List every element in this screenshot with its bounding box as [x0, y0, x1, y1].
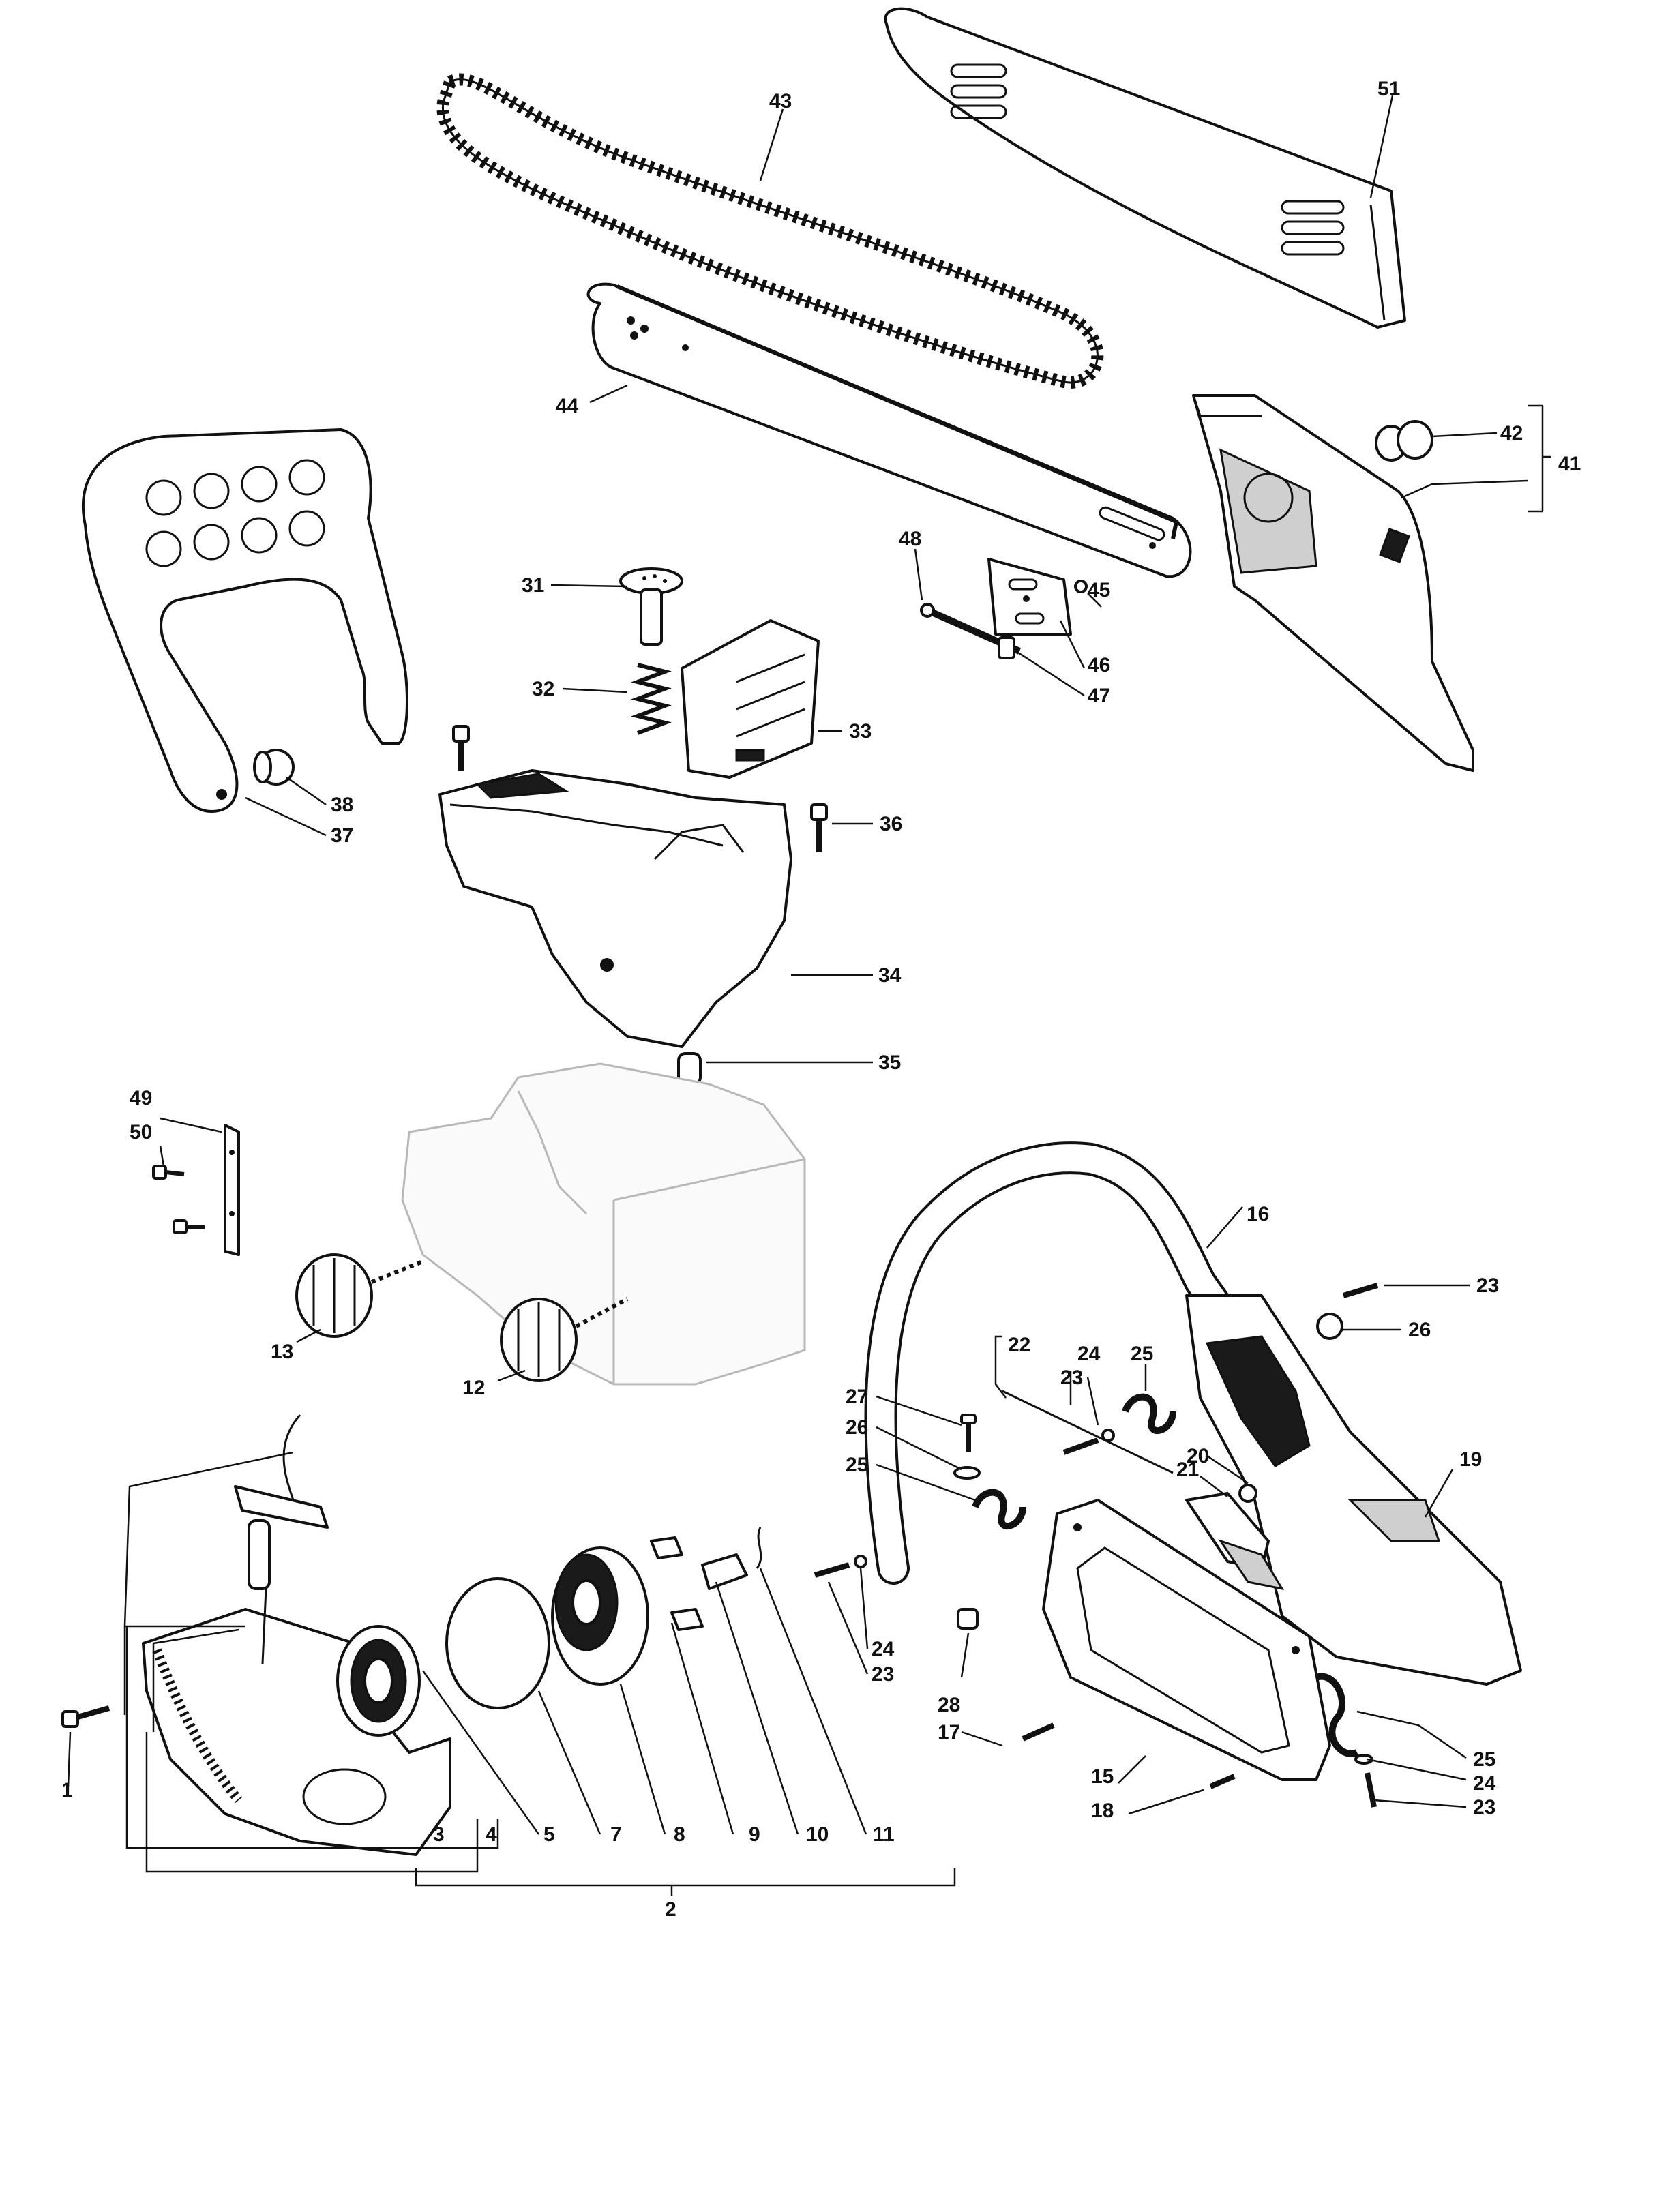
- callout-label: 5: [543, 1823, 555, 1846]
- pawl-parts: [650, 1527, 762, 1631]
- trigger-part: [1185, 1484, 1285, 1591]
- front-hand-guard-part: [81, 428, 408, 813]
- callout-label: 2: [665, 1898, 676, 1921]
- callout-label: 1: [61, 1779, 73, 1802]
- leader-lines: [67, 95, 1551, 1896]
- washer-part: [445, 1577, 550, 1709]
- rear-handle-part: [864, 1141, 1522, 1686]
- callout-label: 24: [872, 1638, 895, 1660]
- air-filter-part: [681, 619, 820, 779]
- callout-label: 37: [331, 824, 353, 847]
- callout-label: 32: [532, 678, 554, 700]
- callout-label: 15: [1091, 1765, 1114, 1788]
- pulley-part: [336, 1625, 421, 1737]
- callout-label: 25: [1473, 1748, 1495, 1771]
- cover-screw-part: [452, 725, 470, 771]
- starter-handle-part: [234, 1414, 329, 1664]
- engine-housing-ghost: [401, 1062, 806, 1386]
- callout-label: 18: [1091, 1799, 1114, 1822]
- callout-label: 35: [878, 1051, 901, 1074]
- callout-label: 45: [1088, 579, 1110, 601]
- bushing-part: [253, 749, 295, 786]
- callout-label: 23: [1473, 1796, 1495, 1819]
- callout-label: 51: [1377, 78, 1400, 100]
- callout-label: 22: [1008, 1334, 1030, 1356]
- bar-nut-part: [1375, 420, 1433, 462]
- small-fasteners: [814, 1283, 1379, 1808]
- callout-label: 24: [1473, 1772, 1496, 1795]
- callout-label: 48: [899, 528, 921, 550]
- callout-label: 23: [1476, 1274, 1499, 1297]
- callout-label: 4: [486, 1823, 497, 1846]
- callout-label: 46: [1088, 654, 1110, 676]
- callout-label: 42: [1500, 422, 1523, 445]
- callout-label: 38: [331, 794, 353, 816]
- callout-label: 47: [1088, 685, 1110, 707]
- callout-label: 21: [1176, 1459, 1199, 1481]
- callout-label: 43: [769, 90, 792, 113]
- choke-knob-part: [619, 567, 683, 646]
- callout-label: 26: [1408, 1319, 1431, 1341]
- callout-label: 34: [878, 964, 902, 987]
- spring-part: [630, 663, 672, 735]
- handle-side-plate-part: [1042, 1499, 1331, 1781]
- callout-label: 20: [1187, 1445, 1209, 1467]
- callout-label: 10: [806, 1823, 829, 1846]
- callout-label: 25: [846, 1454, 868, 1476]
- knob-13-part: [295, 1253, 424, 1338]
- callout-label: 25: [1131, 1343, 1153, 1365]
- top-cover-part: [438, 769, 792, 1048]
- knob-12-part: [500, 1297, 629, 1382]
- callout-label: 11: [873, 1823, 895, 1846]
- callout-label: 33: [849, 720, 872, 743]
- callout-label: 49: [130, 1087, 152, 1109]
- callout-label: 26: [846, 1416, 868, 1439]
- callout-label: 44: [556, 395, 579, 417]
- mounting-plate-part: [152, 1124, 240, 1256]
- callout-label: 16: [1247, 1203, 1269, 1225]
- callout-label: 50: [130, 1121, 152, 1144]
- callout-label: 28: [938, 1694, 960, 1716]
- screw-part: [810, 803, 828, 852]
- flywheel-part: [551, 1546, 649, 1686]
- callout-label: 17: [938, 1721, 960, 1744]
- callout-label: 3: [433, 1823, 445, 1846]
- sprocket-cover-part: [1192, 394, 1474, 772]
- saw-chain-part: [436, 73, 1104, 389]
- chain-tensioner-part: [920, 558, 1088, 659]
- callout-label: 13: [271, 1341, 293, 1363]
- spring-25-part: [972, 1393, 1359, 1757]
- callout-label: 12: [462, 1377, 485, 1399]
- callout-label: 23: [1060, 1366, 1083, 1389]
- callout-label: 9: [749, 1823, 760, 1846]
- callout-label: 27: [846, 1386, 868, 1408]
- callout-label: 24: [1077, 1343, 1101, 1365]
- callout-label: 19: [1459, 1448, 1482, 1471]
- callout-label: 36: [880, 813, 902, 835]
- callout-label: 7: [610, 1823, 622, 1846]
- callout-label: 31: [522, 574, 544, 597]
- bar-cover-part: [884, 7, 1406, 329]
- callout-label: 23: [872, 1663, 894, 1686]
- callout-labels: 43 51 44 42 41 48 45 46 47 31 32 33 36 3…: [61, 78, 1581, 1921]
- guide-bar-part: [586, 282, 1192, 578]
- callout-label: 8: [674, 1823, 685, 1846]
- starter-screw-part: [61, 1705, 110, 1728]
- callout-label: 41: [1558, 453, 1581, 475]
